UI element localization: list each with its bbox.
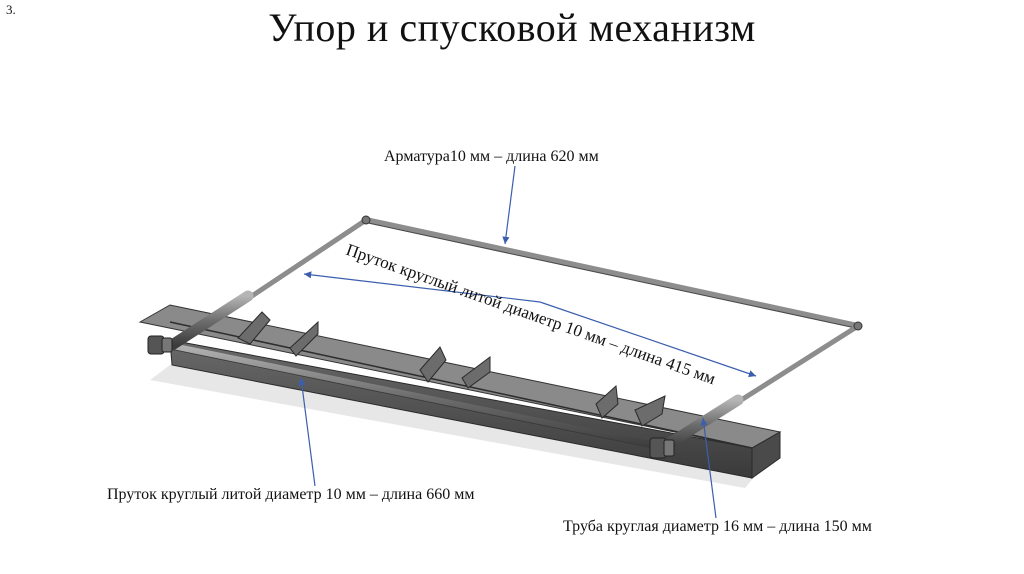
arrow-diag-left <box>303 271 541 303</box>
front-rod <box>156 340 672 452</box>
label-rod-660: Пруток круглый литой диаметр 10 мм – дли… <box>107 486 475 503</box>
floor-shadow <box>150 365 760 488</box>
arrow-diag-right <box>539 301 757 378</box>
label-rebar: Арматура10 мм – длина 620 мм <box>384 148 599 165</box>
tube-right <box>656 394 744 454</box>
arrow-bottom-left <box>298 377 316 487</box>
label-tube-150: Труба круглая диаметр 16 мм – длина 150 … <box>563 518 872 535</box>
tube-left <box>166 290 254 351</box>
slide-number: 3. <box>6 2 16 17</box>
arrow-top <box>502 165 516 245</box>
slide-title: Упор и спусковой механизм <box>268 5 756 50</box>
arrow-bottom-right <box>700 417 717 519</box>
stop-plates <box>237 311 666 427</box>
rebar-frame <box>243 217 861 405</box>
nut-right <box>649 437 675 459</box>
nut-left <box>147 335 173 355</box>
